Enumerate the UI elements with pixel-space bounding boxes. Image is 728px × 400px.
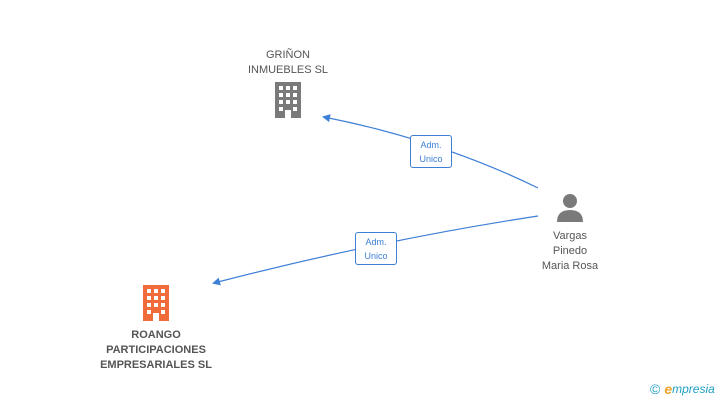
node-roango-label: ROANGO PARTICIPACIONES EMPRESARIALES SL [100, 329, 212, 371]
node-grinon-label: GRIÑON INMUEBLES SL [247, 49, 329, 76]
node-vargas[interactable]: Vargas Pinedo Maria Rosa [520, 192, 620, 274]
copyright-symbol: © [650, 381, 661, 397]
building-icon [143, 285, 169, 321]
edge-label-vargas-roango[interactable]: Adm. Unico [355, 232, 397, 265]
brand-name: mpresia [672, 382, 715, 396]
brand-e: e [664, 381, 673, 397]
person-icon [557, 194, 583, 222]
node-roango[interactable]: ROANGO PARTICIPACIONES EMPRESARIALES SL [86, 285, 226, 373]
edge-label-vargas-grinon[interactable]: Adm. Unico [410, 135, 452, 168]
node-vargas-label: Vargas Pinedo Maria Rosa [541, 230, 599, 272]
node-grinon[interactable]: GRIÑON INMUEBLES SL [228, 48, 348, 123]
building-icon [275, 82, 301, 118]
